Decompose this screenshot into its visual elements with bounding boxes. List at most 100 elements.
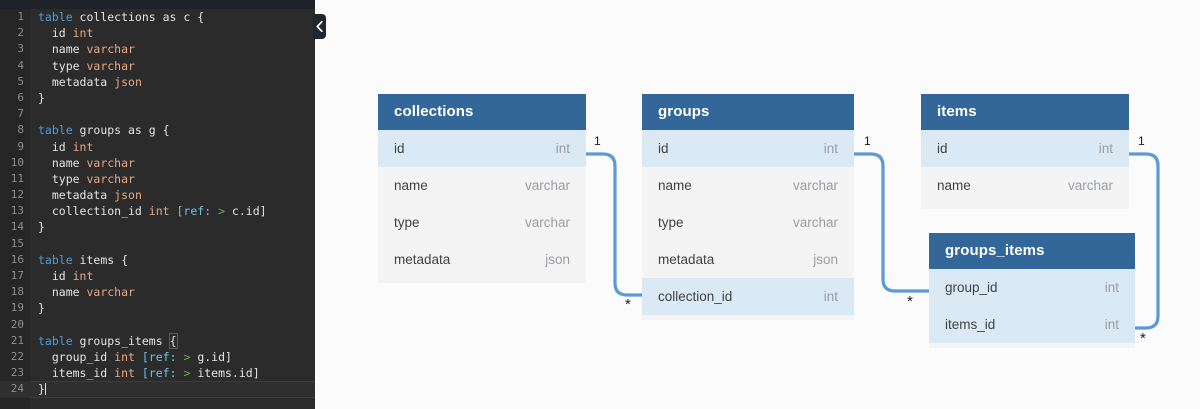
code-token: [ref:: [141, 349, 177, 364]
code-line[interactable]: 5 metadata json: [0, 74, 315, 90]
code-line[interactable]: 2 id int: [0, 25, 315, 41]
code-line[interactable]: 24}: [0, 381, 315, 398]
code-token: }: [38, 301, 45, 316]
line-text: metadata json: [38, 187, 142, 203]
code-token: c.id]: [225, 204, 267, 219]
code-token: }: [38, 382, 45, 397]
code-line[interactable]: 11 type varchar: [0, 171, 315, 187]
code-line[interactable]: 13 collection_id int [ref: > c.id]: [0, 203, 315, 219]
line-number: 10: [10, 155, 24, 169]
erd-table-title[interactable]: groups_items: [929, 233, 1135, 269]
erd-field-name: items_id: [945, 317, 996, 332]
erd-field-type: int: [823, 141, 838, 156]
line-number: 5: [17, 74, 24, 88]
code-line[interactable]: 4 type varchar: [0, 58, 315, 74]
code-line[interactable]: 17 id int: [0, 268, 315, 284]
line-number: 8: [17, 123, 24, 137]
erd-field-name: id: [394, 141, 405, 156]
relationship-line-collections-groups: [584, 152, 644, 297]
erd-field-type: json: [813, 252, 838, 267]
erd-field-name: name: [937, 178, 971, 193]
line-number: 24: [10, 382, 24, 396]
erd-field-name: metadata: [658, 252, 715, 267]
erd-field-type: varchar: [792, 215, 838, 230]
code-line[interactable]: 10 name varchar: [0, 155, 315, 171]
erd-field-name: type: [394, 215, 420, 230]
code-line[interactable]: 7: [0, 106, 315, 122]
erd-field-row[interactable]: id int: [921, 130, 1129, 167]
code-line[interactable]: 19}: [0, 300, 315, 316]
code-token: varchar: [86, 285, 135, 300]
erd-field-name: group_id: [945, 280, 998, 295]
chevron-left-icon[interactable]: [313, 14, 326, 39]
code-line[interactable]: 20: [0, 317, 315, 333]
line-text: metadata json: [38, 74, 142, 90]
code-token: type: [38, 171, 87, 186]
code-line[interactable]: 9 id int: [0, 139, 315, 155]
line-number: 14: [10, 220, 24, 234]
erd-field-row[interactable]: group_id int: [929, 269, 1135, 306]
erd-field-row[interactable]: id int: [378, 130, 586, 167]
code-token: [135, 350, 142, 364]
line-number: 9: [17, 139, 24, 153]
code-line[interactable]: 3 name varchar: [0, 41, 315, 57]
code-token: json: [114, 188, 142, 203]
editor-gutter: [0, 9, 30, 409]
erd-field-type: varchar: [524, 178, 570, 193]
code-token: g.id]: [190, 349, 232, 364]
code-line[interactable]: 15: [0, 236, 315, 252]
code-token: >: [183, 366, 191, 381]
erd-field-type: int: [1104, 280, 1119, 295]
erd-table-title[interactable]: items: [921, 94, 1129, 130]
line-text: id int: [38, 139, 94, 155]
erd-table-title[interactable]: groups: [642, 94, 854, 130]
code-token: [170, 204, 177, 218]
code-token: [135, 366, 142, 380]
line-number: 7: [17, 107, 24, 121]
erd-field-type: int: [555, 141, 570, 156]
code-token: }: [38, 90, 45, 105]
code-line[interactable]: 23 items_id int [ref: > items.id]: [0, 365, 315, 381]
code-line[interactable]: 12 metadata json: [0, 187, 315, 203]
code-token: metadata: [38, 188, 115, 203]
erd-field-row[interactable]: metadata json: [642, 241, 854, 278]
code-token: >: [183, 349, 191, 364]
code-token: int: [72, 269, 94, 283]
erd-field-type: int: [1098, 141, 1113, 156]
code-token: [ref:: [141, 366, 177, 381]
erd-table-title[interactable]: collections: [378, 94, 586, 130]
line-text: items_id int [ref: > items.id]: [38, 365, 260, 381]
code-line[interactable]: 22 group_id int [ref: > g.id]: [0, 349, 315, 365]
line-text: name varchar: [38, 155, 135, 171]
line-text: }: [38, 90, 45, 106]
line-number: 1: [17, 10, 24, 23]
code-token: json: [114, 74, 142, 89]
erd-field-name: id: [937, 141, 948, 156]
code-line[interactable]: 14}: [0, 219, 315, 235]
code-line[interactable]: 18 name varchar: [0, 284, 315, 300]
code-token: >: [218, 204, 225, 219]
code-line[interactable]: 6}: [0, 90, 315, 106]
